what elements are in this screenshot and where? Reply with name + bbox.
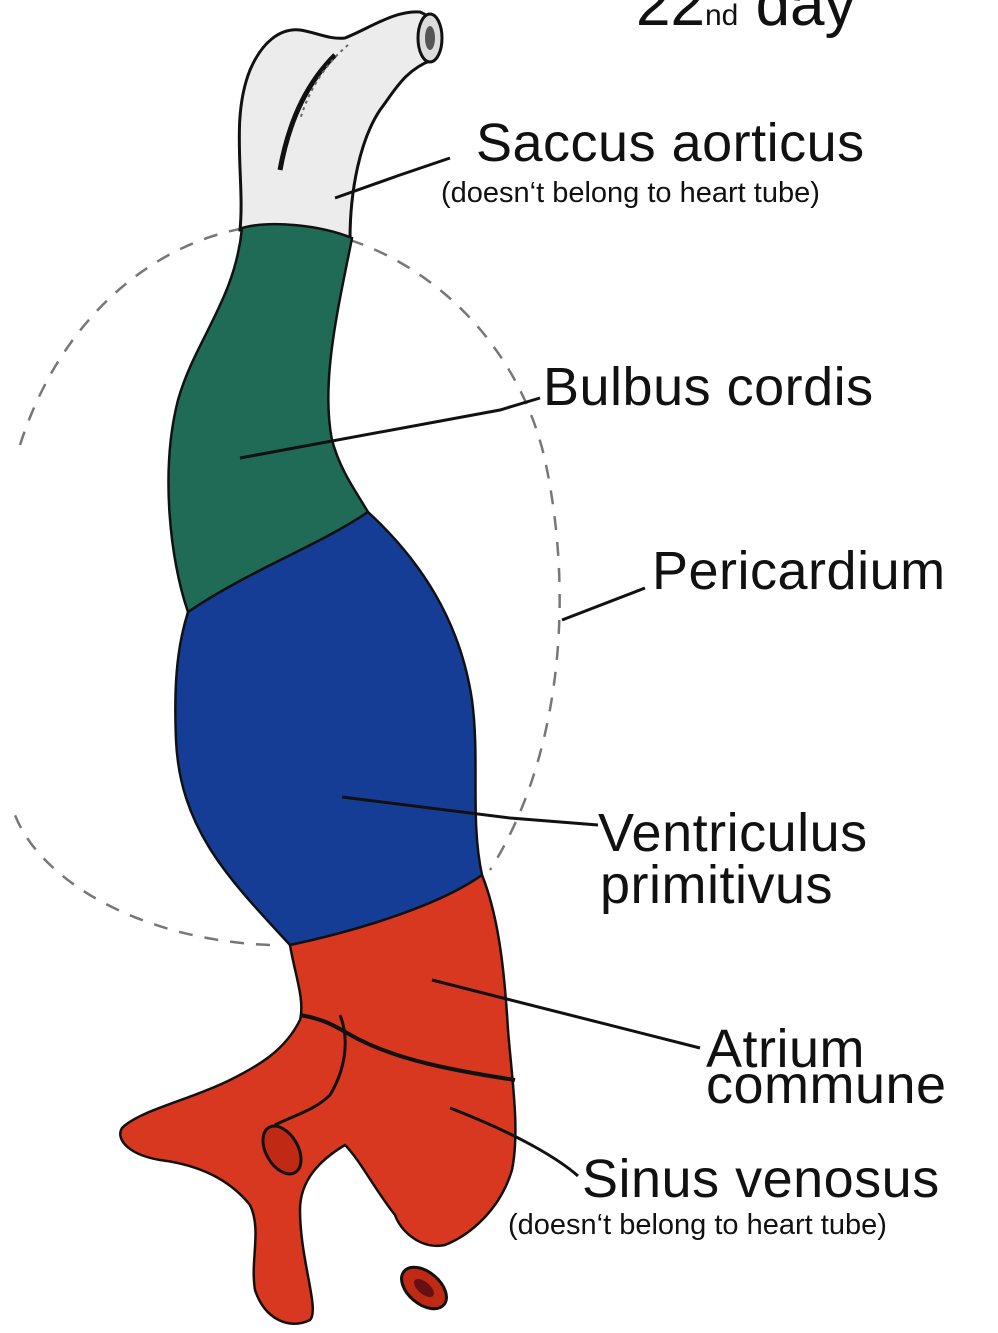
saccus-aorticus-shape: [239, 12, 439, 240]
note-saccus-aorticus: (doesn‘t belong to heart tube): [441, 178, 820, 208]
label-ventriculus: Ventriculus: [598, 806, 868, 860]
label-sinus-venosus: Sinus venosus: [582, 1152, 940, 1206]
atrium-sinus-shape: [120, 875, 515, 1324]
label-bulbus-cordis: Bulbus cordis: [543, 360, 874, 414]
diagram-title: 22nd day: [636, 0, 856, 47]
label-commune: commune: [706, 1058, 947, 1112]
title-number: 22: [636, 0, 705, 39]
title-word: day: [756, 0, 856, 39]
title-suffix: nd: [705, 0, 738, 32]
label-saccus-aorticus: Saccus aorticus: [476, 116, 865, 170]
label-primitivus: primitivus: [600, 858, 833, 912]
label-pericardium: Pericardium: [652, 544, 946, 598]
note-sinus-venosus: (doesn‘t belong to heart tube): [508, 1210, 887, 1240]
leader-pericardium: [562, 588, 645, 620]
